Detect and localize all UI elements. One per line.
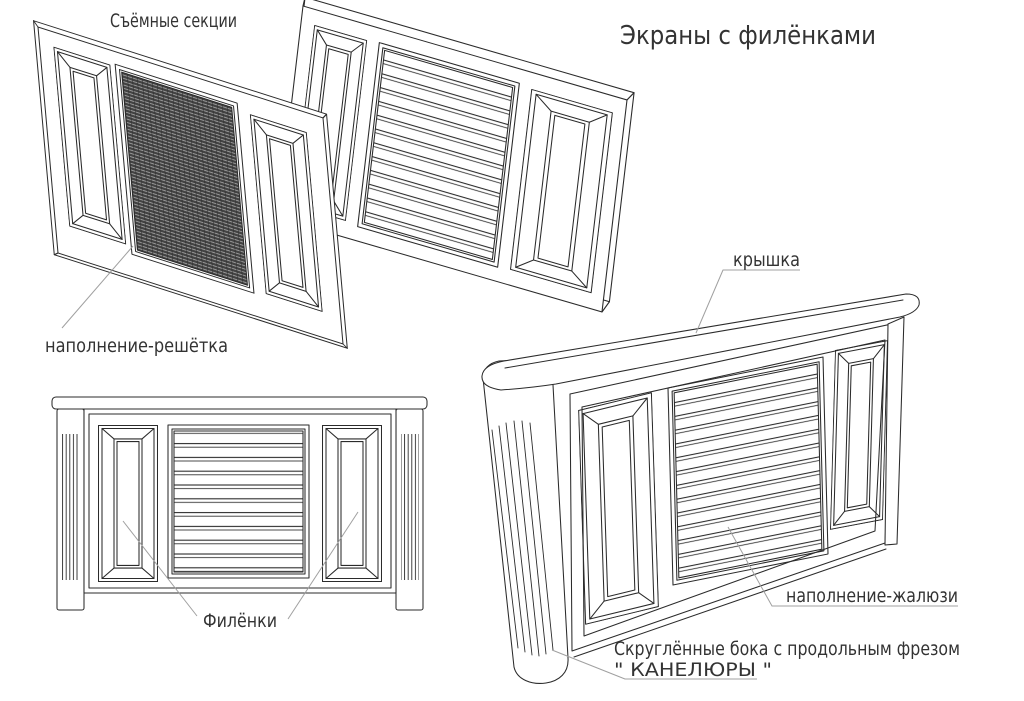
louver-infill xyxy=(673,363,823,579)
cover-board xyxy=(51,396,428,410)
leader-infill-grid xyxy=(61,245,134,329)
grid-screen-perspective xyxy=(33,20,348,349)
label-rounded-sides-line2: " КАНЕЛЮРЫ " xyxy=(614,659,772,681)
label-infill-grid: наполнение-решётка xyxy=(45,335,228,357)
column-flutes xyxy=(491,420,554,657)
louver-infill xyxy=(173,430,304,573)
assembled-screen-perspective xyxy=(481,293,920,684)
label-removable-sections: Съёмные секции xyxy=(110,10,237,32)
leader-lines xyxy=(61,245,958,680)
rounded-side-column xyxy=(482,358,569,684)
leader-panel-left xyxy=(122,520,198,617)
leader-infill-louvers xyxy=(727,526,958,607)
louver-infill xyxy=(363,49,514,261)
leader-cover xyxy=(695,269,800,334)
right-leg xyxy=(884,316,905,546)
label-infill-louvers: наполнение-жалюзи xyxy=(786,585,958,607)
leader-rounded-sides xyxy=(551,649,757,680)
flutes-right xyxy=(401,434,419,580)
leader-panel-right xyxy=(287,511,359,620)
label-panels: Филёнки xyxy=(203,610,277,632)
louver-screen-perspective xyxy=(277,0,635,313)
flutes-left xyxy=(62,434,80,580)
label-cover: крышка xyxy=(733,249,800,271)
label-rounded-sides-line1: Скруглённые бока с продольным фрезом xyxy=(614,638,960,660)
grid-infill xyxy=(121,71,248,286)
cover-board xyxy=(481,293,920,391)
diagram-title: Экраны с филёнками xyxy=(620,21,876,51)
screen-front-view xyxy=(51,396,428,611)
